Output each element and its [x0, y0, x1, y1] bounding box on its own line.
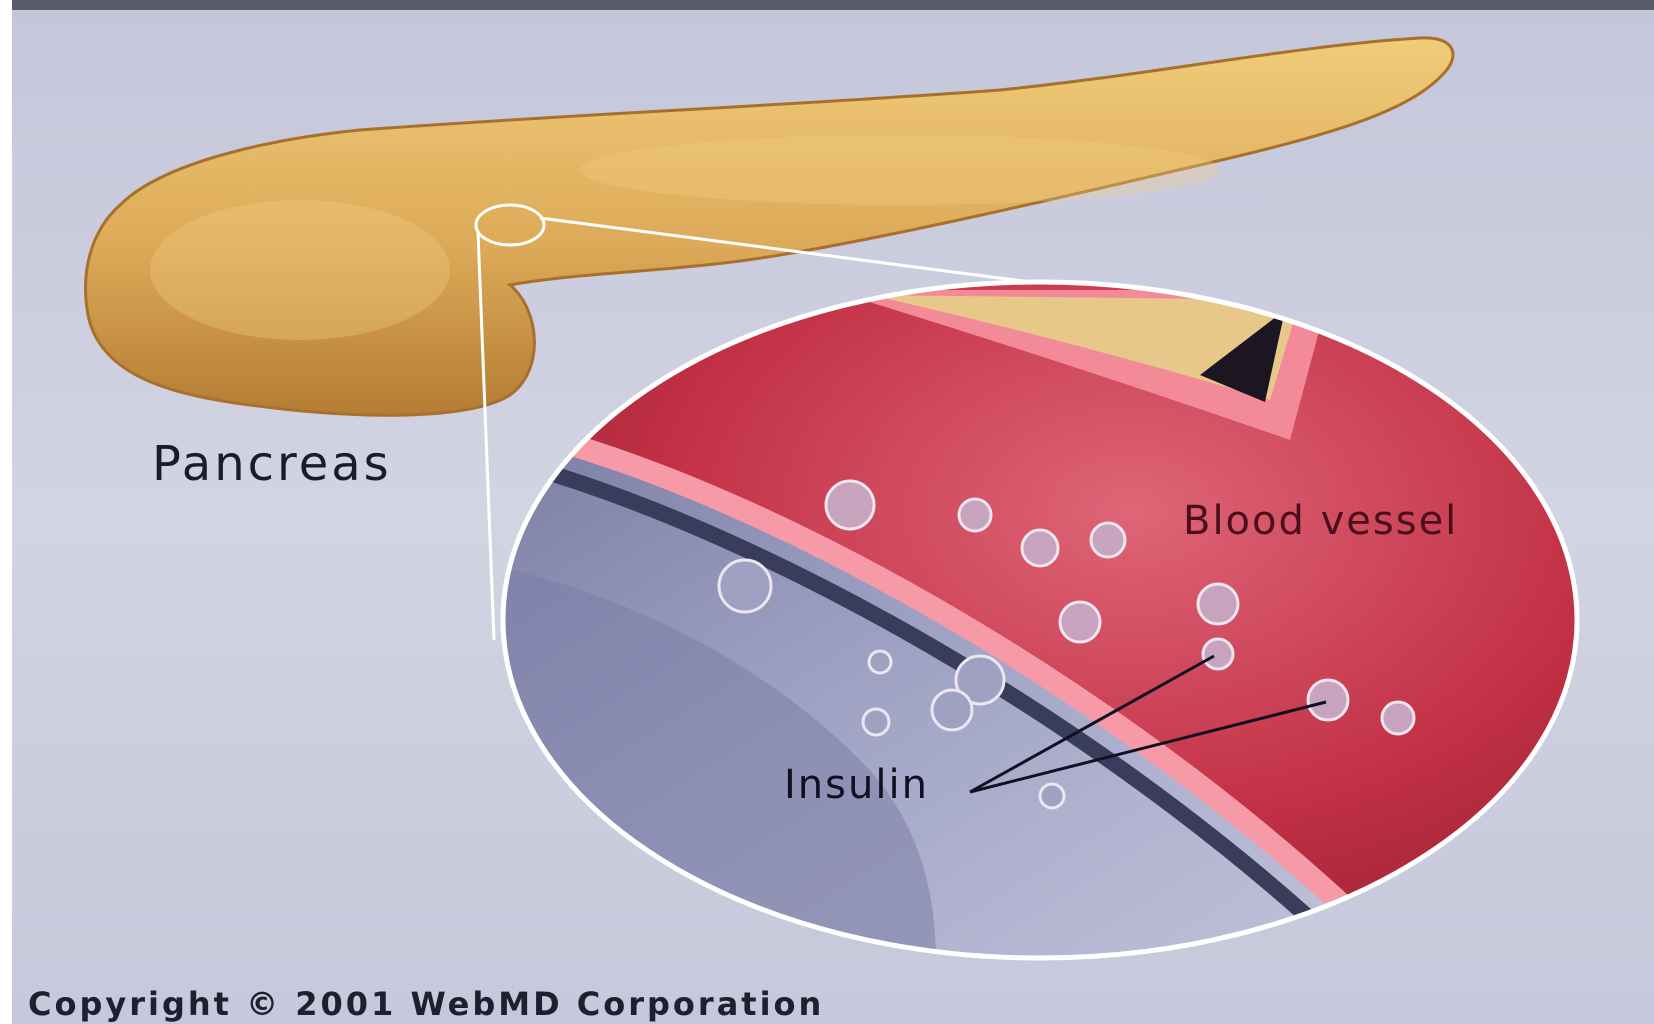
pancreas-label: Pancreas [152, 436, 392, 492]
pancreas-highlight [150, 200, 450, 340]
left-border [0, 0, 12, 1024]
insulin-granule [1091, 523, 1125, 557]
insulin-granule [1198, 584, 1238, 624]
insulin-granule [826, 481, 874, 529]
insulin-granule [1022, 530, 1058, 566]
copyright-notice: Copyright © 2001 WebMD Corporation [28, 985, 824, 1023]
top-border [0, 0, 1654, 10]
insulin-granule [1040, 784, 1064, 808]
insulin-granule [863, 709, 889, 735]
blood-vessel-label: Blood vessel [1183, 498, 1458, 544]
insulin-granule [1203, 639, 1233, 669]
insulin-granule [959, 499, 991, 531]
insulin-granule [932, 690, 972, 730]
insulin-granule [1308, 680, 1348, 720]
insulin-granule [869, 651, 891, 673]
insulin-label: Insulin [784, 762, 929, 808]
insulin-granule [1060, 602, 1100, 642]
insulin-granule [1382, 702, 1414, 734]
insulin-granule [719, 560, 771, 612]
pancreas-tail-highlight [580, 135, 1220, 205]
